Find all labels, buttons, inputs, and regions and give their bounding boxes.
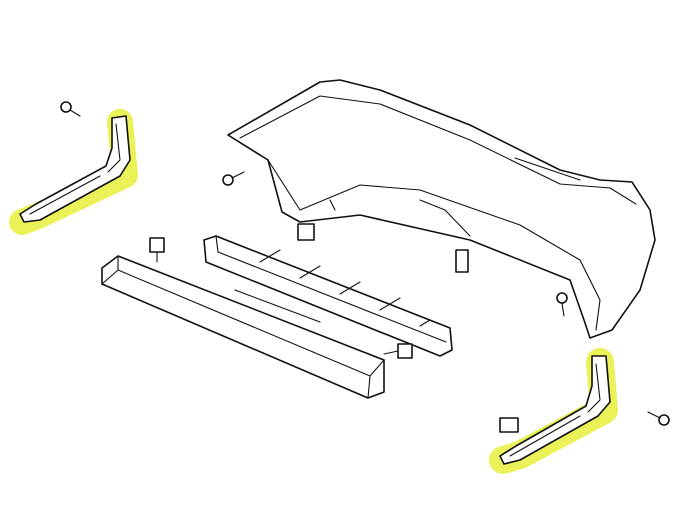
bolt-right[interactable]: [383, 343, 413, 359]
left-side-bracket[interactable]: [9, 109, 138, 235]
clip-icon: [455, 249, 469, 273]
screw-icon: [222, 174, 234, 186]
bolt-left[interactable]: [149, 237, 165, 263]
bolt-icon: [397, 343, 413, 359]
screw-bumper-left[interactable]: [222, 171, 245, 186]
right-side-bracket[interactable]: [489, 348, 618, 474]
screw-top-left[interactable]: [60, 101, 81, 117]
right-bracket-outline: [499, 355, 611, 465]
clip-icon: [499, 417, 519, 433]
left-bracket-outline: [19, 115, 131, 223]
bumper-energy-absorber[interactable]: [203, 235, 453, 357]
clip-bottom-right[interactable]: [499, 417, 519, 433]
clip-icon: [297, 223, 315, 241]
clip-center[interactable]: [297, 223, 315, 241]
screw-icon: [658, 414, 670, 426]
bolt-icon: [149, 237, 165, 253]
bumper-reinforcement-beam[interactable]: [101, 255, 385, 399]
screw-icon: [60, 101, 72, 113]
screw-bumper-right[interactable]: [556, 292, 568, 317]
screw-bottom-right[interactable]: [647, 411, 670, 426]
screw-icon: [556, 292, 568, 304]
clip-lower[interactable]: [455, 249, 469, 273]
rear-bumper-cover[interactable]: [227, 79, 656, 339]
